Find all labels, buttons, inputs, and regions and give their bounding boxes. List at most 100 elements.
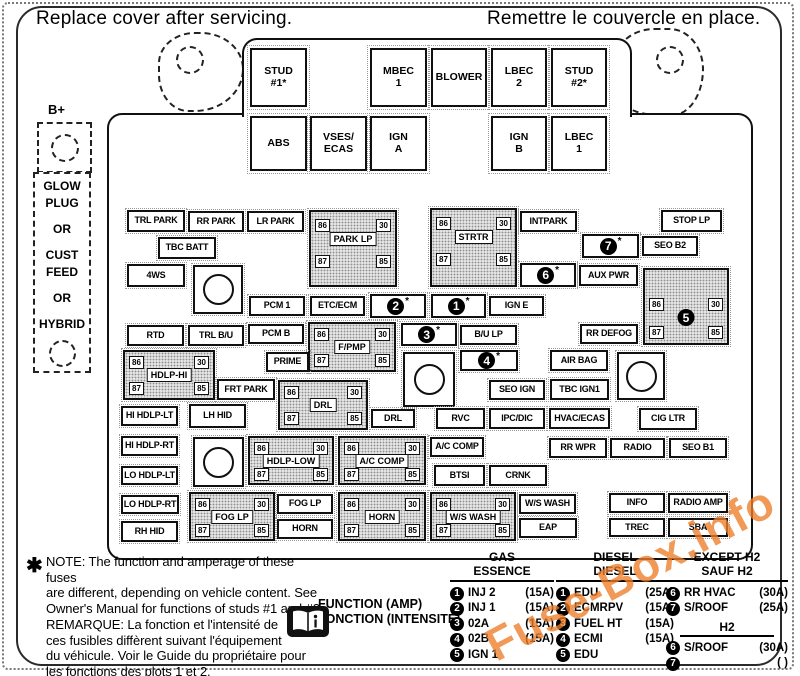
- relay-name-label: STRTR: [454, 230, 493, 244]
- relay-name-label: DRL: [309, 398, 337, 412]
- legend-fuse-name: FUEL HT: [574, 617, 623, 630]
- fuse-intpark: INTPARK: [518, 209, 579, 234]
- legend-fuse-name: S/ROOF: [684, 641, 729, 654]
- circled-number-icon: 3: [556, 617, 570, 632]
- circled-number-icon: 7: [599, 237, 617, 255]
- glow-panel-line: FEED: [45, 265, 78, 279]
- relay-terminal-85: 85: [376, 255, 391, 268]
- fuse-rtd: RTD: [125, 323, 186, 348]
- fuse-radio-amp: RADIO AMP: [666, 491, 730, 515]
- relay-name-label: HDLP-HI: [146, 368, 192, 382]
- title-french: Remettre le couvercle en place.: [487, 8, 761, 29]
- fuse-info: INFO: [607, 491, 667, 515]
- legend-fuse-name: IGN 1: [468, 648, 499, 661]
- fuse-lr-park: LR PARK: [245, 209, 306, 234]
- relay-terminal-85: 85: [496, 253, 511, 266]
- relay-terminal-85: 85: [375, 354, 390, 367]
- relay-terminal-86: 86: [129, 356, 144, 369]
- terminal-hole-icon: [50, 133, 79, 162]
- socket-ring-icon: [625, 360, 657, 392]
- fuse-vses-ecas: VSES/ ECAS: [307, 113, 370, 174]
- fuse-etc-ecm: ETC/ECM: [308, 294, 367, 318]
- fuse-crnk: CRNK: [487, 463, 549, 488]
- relay-terminal-86: 86: [314, 328, 329, 341]
- circled-number-icon: 3: [450, 617, 464, 632]
- page-border: [2, 2, 794, 670]
- fuse-btsi: BTSI: [432, 463, 487, 488]
- relay-terminal-86: 86: [344, 442, 359, 455]
- fuse-hi-hdlp-lt: HI HDLP-LT: [119, 404, 180, 428]
- circled-number-icon: 6: [537, 266, 555, 284]
- fuse-lh-hid: LH HID: [187, 402, 248, 430]
- fuse-1-starred: 1*: [429, 292, 488, 320]
- fuse-ign-e: IGN E: [487, 294, 546, 318]
- fuse-pcm-1: PCM 1: [247, 294, 307, 318]
- fuse-seo-ign: SEO IGN: [487, 378, 547, 402]
- relay-terminal-86: 86: [254, 442, 269, 455]
- note-line: REMARQUE: La fonction et l'intensité de: [46, 616, 278, 632]
- relay-terminal-30: 30: [347, 386, 362, 399]
- fuse-4ws: 4WS: [125, 262, 187, 289]
- relay-terminal-87: 87: [344, 524, 359, 537]
- relay-name-label: HORN: [364, 510, 400, 524]
- legend-fuse-amp: (25A): [645, 586, 674, 599]
- relay-name-label: PARK LP: [329, 232, 377, 246]
- relay-socket: [191, 263, 245, 316]
- circled-number-icon: 4: [450, 632, 464, 647]
- relay-terminal-86: 86: [195, 498, 210, 511]
- fuse-stud-2: STUD #2*: [548, 45, 610, 110]
- fuse-drl: DRL: [369, 407, 417, 430]
- fuse-horn: HORN: [275, 517, 335, 541]
- legend-fuse-name: EDU: [574, 586, 599, 599]
- glow-panel-line: GLOW: [43, 179, 81, 193]
- fuse-2-starred: 2*: [368, 292, 428, 320]
- circled-number-icon: 5: [677, 309, 695, 326]
- legend-fuse-name: RR HVAC: [684, 586, 736, 599]
- relay-socket: [191, 435, 246, 489]
- circled-number-icon: 4: [556, 632, 570, 647]
- legend-fuse-amp: (30A): [759, 641, 788, 654]
- fuse-lbec-1: LBEC 1: [548, 113, 610, 174]
- fuse-b-u-lp: B/U LP: [458, 323, 519, 347]
- owners-manual-book-icon: [287, 606, 329, 637]
- fuse-prime: PRIME: [264, 350, 311, 374]
- note-line: les fonctions des plots 1 et 2.: [46, 663, 211, 676]
- fuse-cig-ltr: CIG LTR: [637, 406, 699, 432]
- relay-terminal-85: 85: [405, 468, 420, 481]
- relay-name-label: HDLP-LOW: [262, 454, 320, 468]
- b-plus-label: B+: [48, 102, 65, 117]
- legend-fuse-name: ECMI: [574, 633, 603, 646]
- socket-ring-icon: [202, 274, 234, 305]
- note-star-icon: ✱: [26, 555, 43, 577]
- fuse-lo-hdlp-lt: LO HDLP-LT: [119, 464, 180, 487]
- fuse-ipc-dic: IPC/DIC: [487, 406, 547, 431]
- legend-fuse-amp: (25A): [759, 602, 788, 615]
- fuse-hi-hdlp-rt: HI HDLP-RT: [119, 434, 180, 458]
- relay-terminal-85: 85: [194, 382, 209, 395]
- fuse-a-c-comp: A/C COMP: [428, 435, 486, 459]
- legend-fuse-amp: (30A): [759, 586, 788, 599]
- relay-terminal-87: 87: [315, 255, 330, 268]
- fuse-seo-b2: SEO B2: [640, 234, 700, 258]
- glow-panel-line: CUST: [45, 248, 79, 262]
- legend-entry-h2-blank: 7( ): [666, 656, 788, 671]
- fuse-7-starred: 7*: [580, 232, 641, 260]
- fuse-ign-a: IGN A: [367, 113, 430, 174]
- circled-number-icon: 1: [450, 586, 464, 601]
- relay-terminal-87: 87: [254, 468, 269, 481]
- fuse-eap: EAP: [517, 516, 579, 540]
- relay-name-label: FOG LP: [211, 510, 253, 524]
- legend-fuse-name: INJ 2: [468, 586, 496, 599]
